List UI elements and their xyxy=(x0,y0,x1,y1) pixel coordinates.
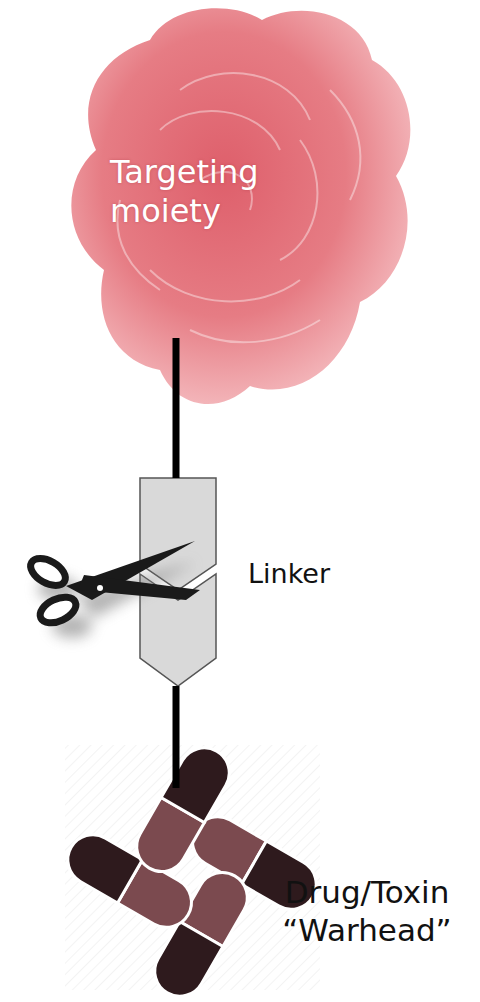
petal-line xyxy=(160,111,280,150)
targeting-node: Targeting moiety xyxy=(70,15,410,338)
linker-segment xyxy=(140,574,216,686)
petal-line xyxy=(190,320,320,342)
linker-segment xyxy=(140,478,216,590)
scissors-shadow xyxy=(38,562,196,638)
petal-line xyxy=(180,73,310,120)
linker-node: Linker xyxy=(140,478,216,686)
petal-line xyxy=(330,90,360,200)
rose-illustration xyxy=(71,8,410,404)
rose-bloom xyxy=(71,8,410,404)
petal-line xyxy=(280,140,317,260)
node-label: Targeting moiety xyxy=(110,153,290,231)
node-outline xyxy=(70,788,320,988)
capsule-half xyxy=(161,739,238,823)
petal-line xyxy=(150,270,300,301)
node-outline xyxy=(140,478,216,686)
connector-line xyxy=(173,338,180,478)
connector-line xyxy=(173,686,180,788)
warhead-node: Drug/Toxin “Warhead” xyxy=(70,788,320,988)
capsule-half xyxy=(59,826,143,903)
node-label: Linker xyxy=(248,558,388,591)
scissors-icon xyxy=(26,541,200,628)
capsule xyxy=(128,739,239,881)
node-label: Drug/Toxin “Warhead” xyxy=(256,874,478,950)
capsule-half xyxy=(146,921,223,1002)
